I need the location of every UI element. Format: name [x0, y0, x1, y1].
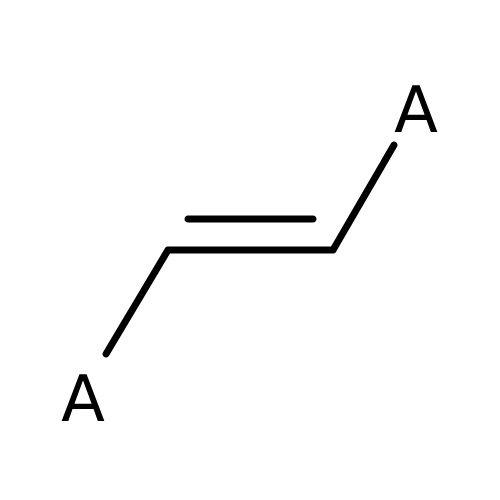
single-bond-left [102, 246, 172, 358]
atom-label-top-right: A [394, 74, 438, 148]
single-bond-right [329, 141, 398, 254]
atom-label-bottom-left: A [61, 363, 105, 437]
